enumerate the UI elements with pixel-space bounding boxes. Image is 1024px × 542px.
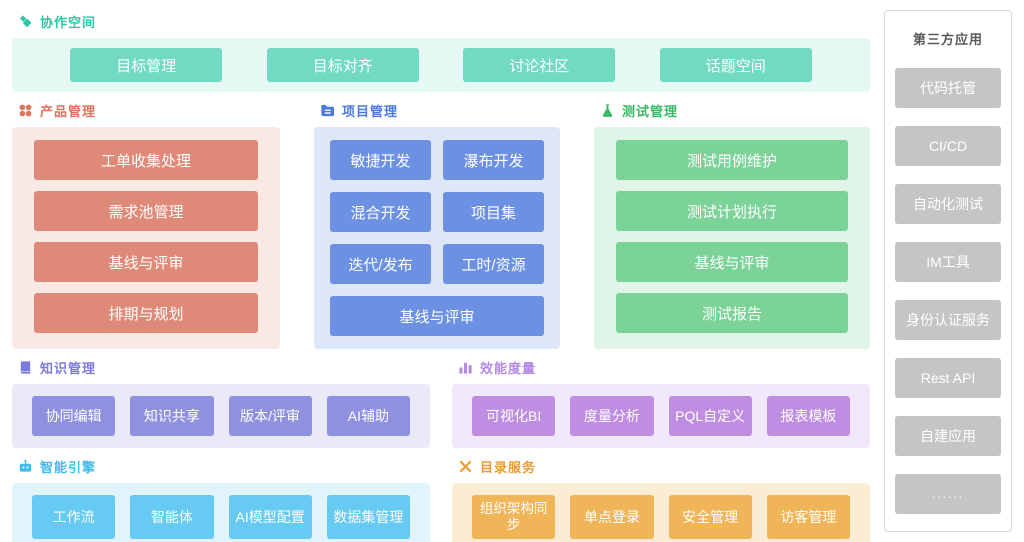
third-party-app-button[interactable]: CI/CD: [895, 126, 1001, 166]
book-icon: [18, 360, 33, 375]
sidebar-title: 第三方应用: [912, 32, 983, 47]
project-feature-button[interactable]: 迭代/发布: [330, 244, 431, 284]
third-party-sidebar: 第三方应用 代码托管 CI/CD 自动化测试 IM工具 身份认证服务 Rest …: [884, 10, 1012, 532]
third-party-app-button[interactable]: 自建应用: [895, 416, 1001, 456]
section-collab-space: 协作空间 目标管理 目标对齐 讨论社区 话题空间: [12, 10, 870, 92]
metrics-feature-button[interactable]: 可视化BI: [472, 396, 556, 436]
section-header-engine: 智能引擎: [18, 457, 430, 476]
section-header-collab: 协作空间: [18, 12, 870, 31]
project-feature-button[interactable]: 工时/资源: [443, 244, 544, 284]
metrics-feature-button[interactable]: 报表模板: [766, 396, 850, 436]
section-directory-service: 目录服务 组织架构同步 单点登录 安全管理 访客管理: [452, 455, 870, 542]
product-feature-button[interactable]: 需求池管理: [34, 191, 258, 231]
directory-feature-button[interactable]: 单点登录: [570, 495, 654, 539]
product-box: 工单收集处理 需求池管理 基线与评审 排期与规划: [12, 127, 280, 349]
section-header-product: 产品管理: [18, 101, 280, 120]
knowledge-metrics-row: 知识管理 协同编辑 知识共享 版本/评审 AI辅助 效能度量: [12, 356, 870, 448]
directory-feature-button[interactable]: 安全管理: [668, 495, 752, 539]
product-feature-button[interactable]: 工单收集处理: [34, 140, 258, 180]
section-test-mgmt: 测试管理 测试用例维护 测试计划执行 基线与评审 测试报告: [594, 99, 870, 349]
third-party-app-button[interactable]: 身份认证服务: [895, 300, 1001, 340]
knowledge-feature-button[interactable]: 协同编辑: [32, 396, 116, 436]
third-party-app-button[interactable]: IM工具: [895, 242, 1001, 282]
third-party-app-button[interactable]: 代码托管: [895, 68, 1001, 108]
main-panel: 协作空间 目标管理 目标对齐 讨论社区 话题空间 产品管理 工单收集处理: [12, 10, 870, 542]
product-feature-button[interactable]: 基线与评审: [34, 242, 258, 282]
section-title: 项目管理: [342, 104, 399, 119]
section-ai-engine: 智能引擎 工作流 智能体 AI模型配置 数据集管理: [12, 455, 430, 542]
section-header-directory: 目录服务: [458, 457, 870, 476]
section-knowledge-mgmt: 知识管理 协同编辑 知识共享 版本/评审 AI辅助: [12, 356, 430, 448]
section-metrics: 效能度量 可视化BI 度量分析 PQL自定义 报表模板: [452, 356, 870, 448]
collab-box: 目标管理 目标对齐 讨论社区 话题空间: [12, 38, 870, 92]
testing-feature-button[interactable]: 测试用例维护: [616, 140, 848, 180]
section-header-metrics: 效能度量: [458, 358, 870, 377]
section-title: 目录服务: [480, 460, 537, 475]
section-project-mgmt: 项目管理 敏捷开发 瀑布开发 混合开发 项目集 迭代/发布 工时/资源 基线与评…: [314, 99, 560, 349]
collab-feature-button[interactable]: 目标管理: [70, 48, 223, 82]
collab-feature-button[interactable]: 话题空间: [659, 48, 812, 82]
crossed-tools-icon: [458, 459, 473, 474]
testing-feature-button[interactable]: 测试报告: [616, 293, 848, 333]
engine-feature-button[interactable]: 智能体: [130, 495, 214, 539]
knowledge-feature-button[interactable]: AI辅助: [326, 396, 410, 436]
section-header-knowledge: 知识管理: [18, 358, 430, 377]
directory-box: 组织架构同步 单点登录 安全管理 访客管理: [452, 483, 870, 542]
engine-feature-button[interactable]: 数据集管理: [326, 495, 410, 539]
section-header-project: 项目管理: [320, 101, 560, 120]
testing-feature-button[interactable]: 基线与评审: [616, 242, 848, 282]
project-box: 敏捷开发 瀑布开发 混合开发 项目集 迭代/发布 工时/资源 基线与评审: [314, 127, 560, 349]
collab-feature-button[interactable]: 目标对齐: [266, 48, 419, 82]
metrics-box: 可视化BI 度量分析 PQL自定义 报表模板: [452, 384, 870, 448]
flask-icon: [600, 103, 615, 118]
knowledge-box: 协同编辑 知识共享 版本/评审 AI辅助: [12, 384, 430, 448]
project-feature-button[interactable]: 项目集: [443, 192, 544, 232]
section-title: 测试管理: [622, 104, 679, 119]
product-feature-button[interactable]: 排期与规划: [34, 293, 258, 333]
engine-feature-button[interactable]: AI模型配置: [228, 495, 312, 539]
section-title: 知识管理: [40, 361, 97, 376]
robot-icon: [18, 459, 33, 474]
project-feature-button[interactable]: 瀑布开发: [443, 140, 544, 180]
section-title: 产品管理: [40, 104, 97, 119]
engine-directory-row: 智能引擎 工作流 智能体 AI模型配置 数据集管理 目录服务: [12, 455, 870, 542]
section-title: 协作空间: [40, 15, 97, 30]
middle-row: 产品管理 工单收集处理 需求池管理 基线与评审 排期与规划 项目管理: [12, 99, 870, 349]
section-title: 效能度量: [480, 361, 537, 376]
third-party-app-button[interactable]: 自动化测试: [895, 184, 1001, 224]
section-title: 智能引擎: [40, 460, 97, 475]
project-feature-button[interactable]: 敏捷开发: [330, 140, 431, 180]
collab-feature-button[interactable]: 讨论社区: [463, 48, 616, 82]
third-party-more-button[interactable]: ......: [895, 474, 1001, 514]
bar-chart-icon: [458, 360, 473, 375]
metrics-feature-button[interactable]: PQL自定义: [668, 396, 752, 436]
project-feature-button[interactable]: 基线与评审: [330, 296, 544, 336]
engine-box: 工作流 智能体 AI模型配置 数据集管理: [12, 483, 430, 542]
metrics-feature-button[interactable]: 度量分析: [570, 396, 654, 436]
section-product-mgmt: 产品管理 工单收集处理 需求池管理 基线与评审 排期与规划: [12, 99, 280, 349]
knowledge-feature-button[interactable]: 版本/评审: [228, 396, 312, 436]
hands-collaboration-icon: [18, 14, 33, 29]
knowledge-feature-button[interactable]: 知识共享: [130, 396, 214, 436]
directory-feature-button[interactable]: 组织架构同步: [472, 495, 556, 539]
directory-feature-button[interactable]: 访客管理: [766, 495, 850, 539]
testing-box: 测试用例维护 测试计划执行 基线与评审 测试报告: [594, 127, 870, 349]
testing-feature-button[interactable]: 测试计划执行: [616, 191, 848, 231]
project-feature-button[interactable]: 混合开发: [330, 192, 431, 232]
section-header-testing: 测试管理: [600, 101, 870, 120]
folder-list-icon: [320, 103, 335, 118]
clover-dots-icon: [18, 103, 33, 118]
third-party-app-button[interactable]: Rest API: [895, 358, 1001, 398]
engine-feature-button[interactable]: 工作流: [32, 495, 116, 539]
